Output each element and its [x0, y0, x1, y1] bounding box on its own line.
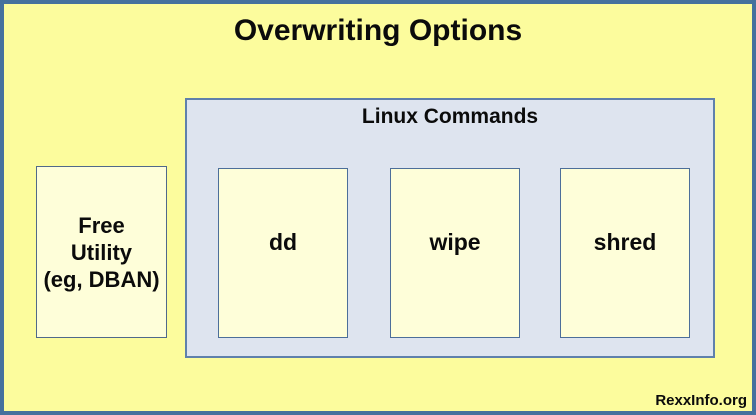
free-utility-label-line1: Free	[78, 212, 125, 238]
site-credit: RexxInfo.org	[655, 392, 747, 409]
command-label-wipe: wipe	[429, 228, 481, 255]
command-label-dd: dd	[268, 228, 298, 255]
diagram-title: Overwriting Options	[233, 14, 523, 47]
free-utility-box: Free Utility (eg, DBAN)	[36, 166, 167, 338]
linux-commands-group-title: Linux Commands	[361, 105, 539, 128]
free-utility-label-line2: Utility	[70, 239, 133, 265]
linux-commands-group: Linux Commands dd wipe shred	[185, 98, 715, 358]
command-box-wipe: wipe	[390, 168, 520, 338]
command-box-shred: shred	[560, 168, 690, 338]
command-box-dd: dd	[218, 168, 348, 338]
free-utility-label-line3: (eg, DBAN)	[43, 266, 160, 292]
free-utility-label: Free Utility (eg, DBAN)	[43, 212, 159, 293]
command-label-shred: shred	[593, 228, 657, 255]
